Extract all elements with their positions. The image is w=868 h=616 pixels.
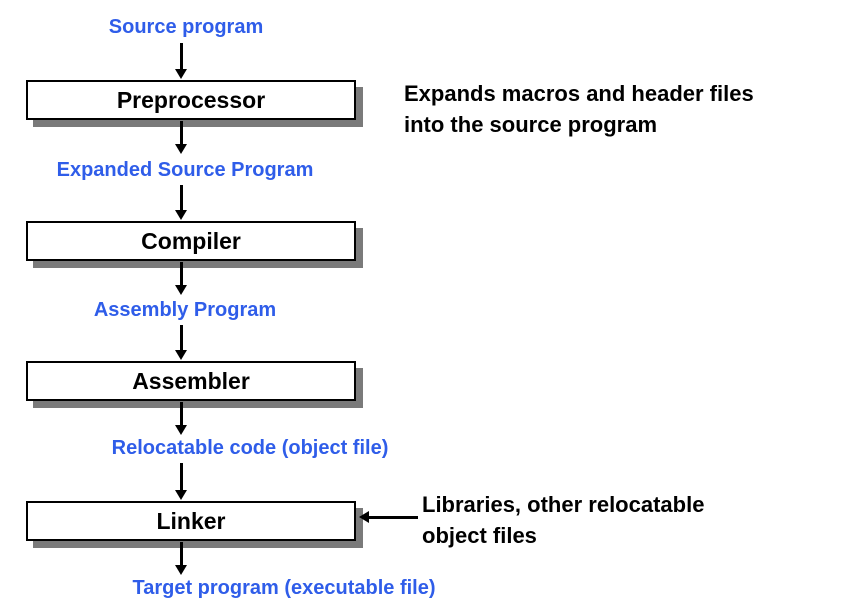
linker-note-line-2: object files [422, 523, 537, 548]
label-relocatable-code: Relocatable code (object file) [111, 437, 389, 459]
preprocessor-note-line-1: Expands macros and header files [404, 81, 754, 106]
preprocessor-box: Preprocessor [26, 80, 356, 120]
preprocessor-label: Preprocessor [116, 86, 266, 113]
linker-label: Linker [156, 507, 226, 534]
linker-box: Linker [26, 501, 356, 541]
label-expanded-source-program: Expanded Source Program [56, 159, 314, 181]
compiler-box: Compiler [26, 221, 356, 261]
assembler-box: Assembler [26, 361, 356, 401]
label-assembly-program: Assembly Program [93, 299, 277, 321]
compiler-label: Compiler [141, 227, 241, 254]
linker-note-line-1: Libraries, other relocatable [422, 492, 705, 517]
preprocessor-note: Expands macros and header files into the… [404, 78, 754, 140]
assembler-label: Assembler [132, 367, 250, 394]
label-target-program: Target program (executable file) [132, 577, 436, 599]
preprocessor-note-line-2: into the source program [404, 112, 658, 137]
label-source-program: Source program [108, 16, 264, 38]
linker-note: Libraries, other relocatable object file… [422, 489, 704, 551]
